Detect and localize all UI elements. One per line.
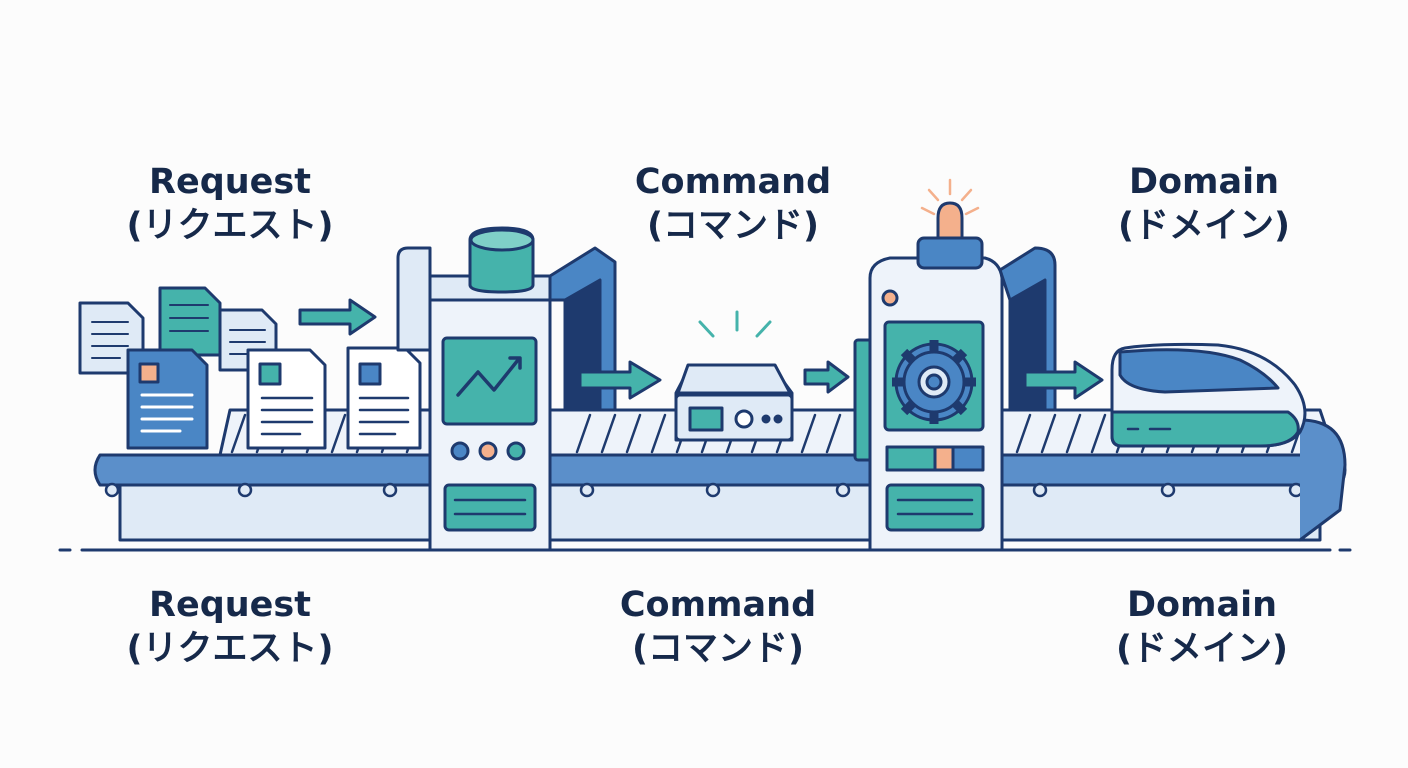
bottom-label-request-en: Request [149,585,311,625]
top-label-request-jp: (リクエスト) [126,206,334,246]
arrow-right-icon [803,360,850,394]
top-label-command-en: Command [634,162,832,202]
top-label-domain-jp: (ドメイン) [1118,206,1290,246]
bottom-label-domain: Domain (ドメイン) [1032,583,1372,671]
top-label-command: Command (コマンド) [563,160,903,248]
arrow-right-icon [1023,360,1104,400]
bottom-label-domain-en: Domain [1126,585,1278,625]
command-processing-machine [853,178,1057,552]
command-box [674,310,794,442]
arrow-right-icon [298,298,377,336]
top-label-command-jp: (コマンド) [647,206,819,246]
top-label-request-en: Request [149,162,311,202]
top-label-request: Request (リクエスト) [60,160,400,248]
bottom-label-command-jp: (コマンド) [632,629,804,669]
bottom-label-command: Command (コマンド) [548,583,888,671]
arrow-right-icon [578,360,662,400]
request-processing-machine [396,226,617,552]
request-documents [78,286,422,450]
top-label-domain-en: Domain [1128,162,1280,202]
domain-train-pod [1110,342,1307,448]
bottom-label-command-en: Command [619,585,817,625]
top-label-domain: Domain (ドメイン) [1034,160,1374,248]
bottom-label-request-jp: (リクエスト) [126,629,334,669]
bottom-label-request: Request (リクエスト) [60,583,400,671]
bottom-label-domain-jp: (ドメイン) [1116,629,1288,669]
